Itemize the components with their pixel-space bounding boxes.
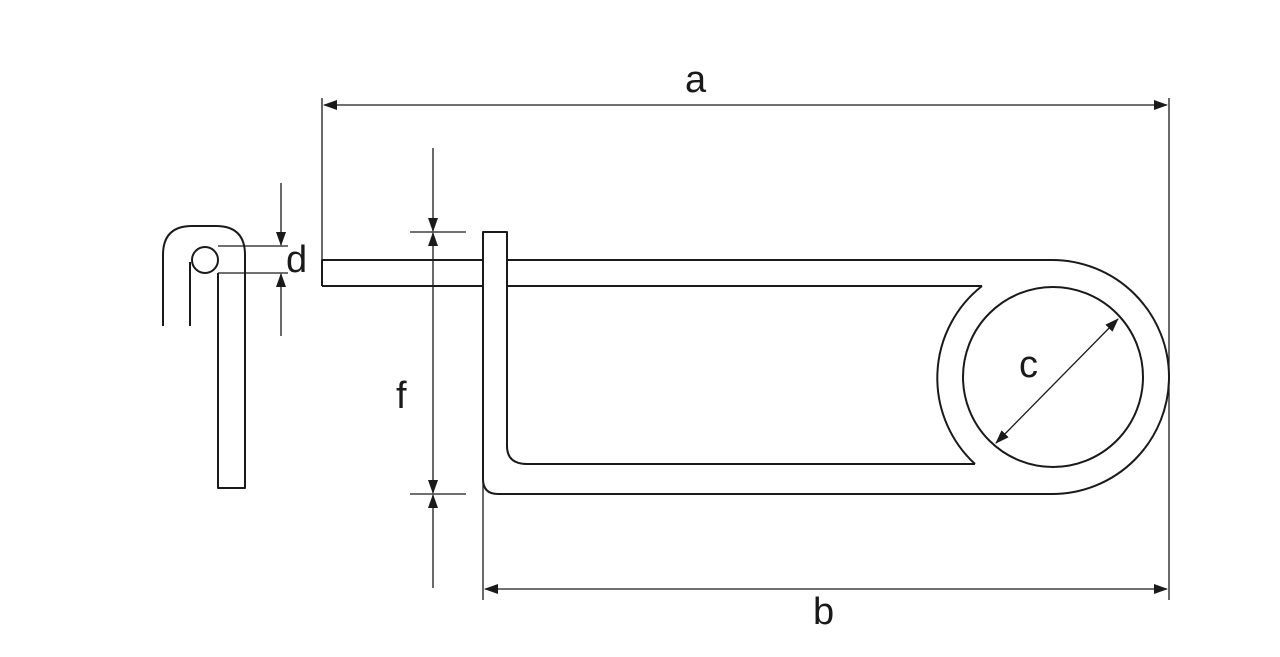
dimension-c: c: [995, 318, 1119, 444]
side-view: [162, 225, 288, 489]
dimension-c-label: c: [1019, 344, 1038, 386]
side-view-wire-section: [191, 246, 219, 274]
straight-leg: [321, 231, 1170, 495]
coil-inner-ring: [962, 286, 1144, 468]
dimension-f-label: f: [396, 375, 407, 417]
dimension-f: f: [396, 148, 466, 588]
dimension-c-line: [995, 318, 1119, 444]
dimension-d: d: [276, 183, 307, 336]
dimension-a-label: a: [685, 59, 707, 101]
main-view: [321, 231, 1170, 495]
dimension-a: a: [321, 59, 1170, 600]
dimension-b: b: [482, 480, 1168, 633]
dimension-d-label: d: [286, 239, 307, 281]
side-view-hook-outer: [162, 225, 246, 489]
dimension-b-label: b: [813, 591, 834, 633]
coil-outer-ring: [936, 285, 983, 465]
